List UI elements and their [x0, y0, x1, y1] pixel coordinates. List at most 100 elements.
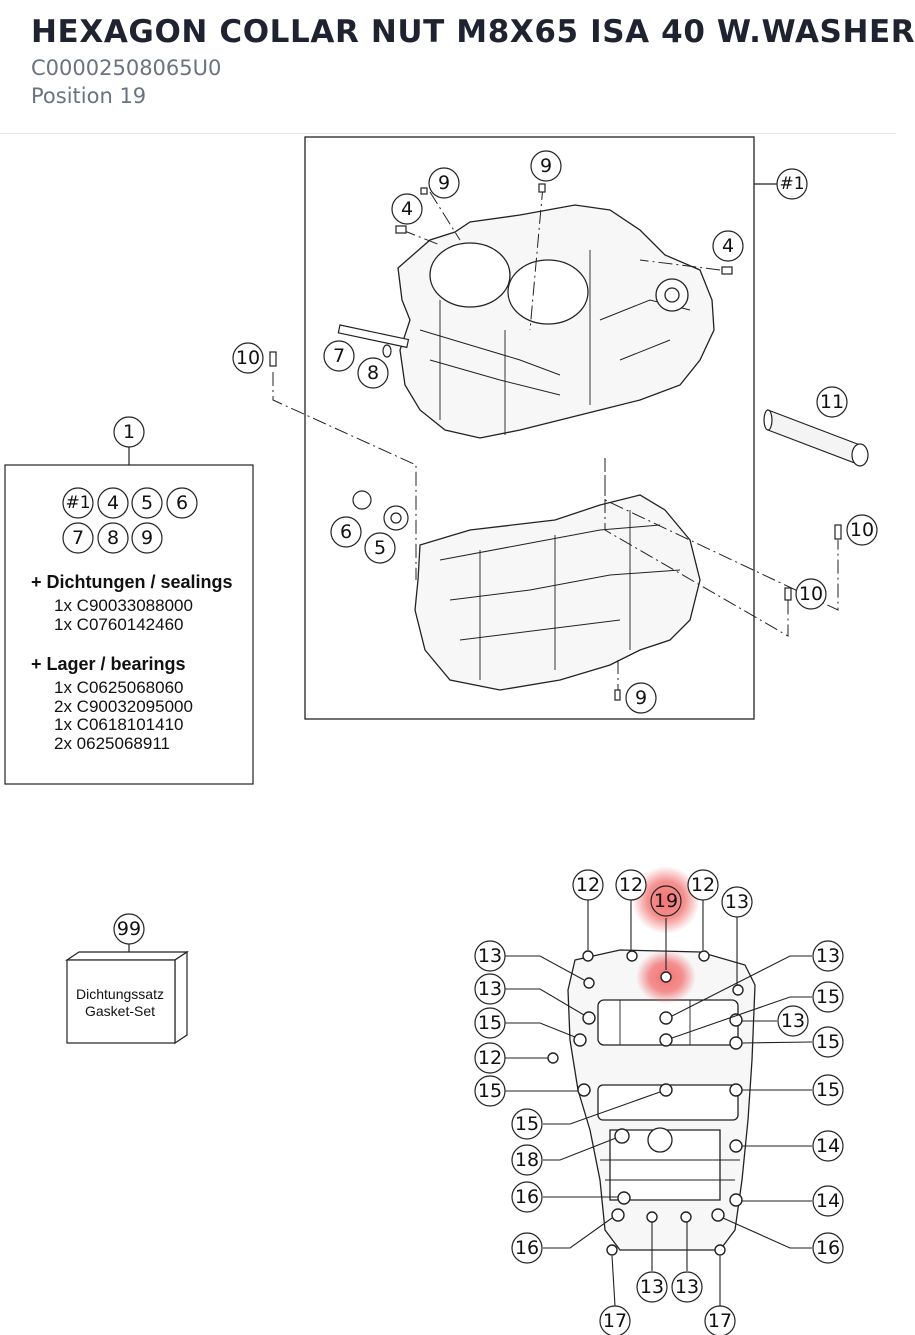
callout-10a[interactable]	[232, 342, 264, 374]
callout-12b-label: 12	[619, 874, 643, 896]
callout-12c[interactable]	[687, 869, 719, 901]
position-label: Position 19	[31, 84, 147, 108]
callout-13-b1[interactable]	[636, 1271, 668, 1303]
callout-hash1[interactable]	[776, 168, 808, 200]
callout-15-l1[interactable]	[474, 1007, 506, 1039]
callout-12-l[interactable]	[474, 1042, 506, 1074]
callout-16-l1[interactable]	[511, 1181, 543, 1213]
callout-13-b1-label: 13	[640, 1276, 664, 1298]
callout-12b[interactable]	[615, 869, 647, 901]
callout-8-label: 8	[367, 362, 379, 384]
callout-9a[interactable]	[428, 167, 460, 199]
callout-19-label: 19	[654, 890, 678, 912]
callout-16-l2[interactable]	[511, 1232, 543, 1264]
callout-hash1-label: #1	[779, 174, 804, 194]
callout-15-r1[interactable]	[812, 981, 844, 1013]
callout-4a-label: 4	[401, 198, 413, 220]
callout-15-m-label: 15	[515, 1113, 539, 1135]
diagram-svg: 1 #1 4 4 9 9 9 10 10 10 11 7 8 6 5 #1 4 …	[4, 136, 878, 1335]
callout-15-r1-label: 15	[816, 986, 840, 1008]
callout-13-r2[interactable]	[777, 1005, 809, 1037]
callout-10c-label: 10	[799, 583, 823, 605]
kit-ref-6-label: 6	[176, 492, 188, 514]
callout-15-r3[interactable]	[812, 1074, 844, 1106]
exploded-diagram: 1 #1 4 4 9 9 9 10 10 10 11 7 8 6 5 #1 4 …	[0, 135, 896, 1335]
callout-14b[interactable]	[812, 1185, 844, 1217]
callout-13-b2[interactable]	[671, 1271, 703, 1303]
callout-18-label: 18	[515, 1149, 539, 1171]
callout-9a-label: 9	[438, 172, 450, 194]
kit-box	[4, 464, 254, 785]
callout-16-l1-label: 16	[515, 1186, 539, 1208]
bearings-heading: + Lager / bearings	[31, 654, 186, 674]
callout-15-r2[interactable]	[812, 1026, 844, 1058]
callout-12c-label: 12	[691, 874, 715, 896]
callout-4a[interactable]	[391, 193, 423, 225]
callout-7-label: 7	[333, 345, 345, 367]
kit-ref-5[interactable]	[131, 487, 163, 519]
callout-16-l2-label: 16	[515, 1237, 539, 1259]
callout-5-label: 5	[374, 537, 386, 559]
callout-10c[interactable]	[795, 578, 827, 610]
callout-15-l2[interactable]	[474, 1075, 506, 1107]
callout-9c-label: 9	[635, 687, 647, 709]
callout-9b[interactable]	[530, 150, 562, 182]
callout-5[interactable]	[364, 532, 396, 564]
callout-11-label: 11	[820, 391, 844, 413]
callout-13-l1[interactable]	[474, 940, 506, 972]
kit-ref-7[interactable]	[62, 522, 94, 554]
callout-12a-label: 12	[576, 874, 600, 896]
callout-13-l1-label: 13	[478, 945, 502, 967]
callout-1[interactable]	[113, 416, 145, 448]
kit-ref-7-label: 7	[72, 527, 84, 549]
callout-4b[interactable]	[712, 230, 744, 262]
callout-1-label: 1	[123, 421, 135, 443]
callout-15-l2-label: 15	[478, 1080, 502, 1102]
callout-99-label: 99	[117, 918, 141, 940]
kit-ref-9[interactable]	[131, 522, 163, 554]
callout-13-r1-label: 13	[816, 945, 840, 967]
callout-13-l2[interactable]	[474, 973, 506, 1005]
gasket-line1: Dichtungssatz	[76, 986, 164, 1002]
callout-12a[interactable]	[572, 869, 604, 901]
callout-6-label: 6	[340, 521, 352, 543]
part-number: C00002508065U0	[31, 56, 222, 80]
callout-99[interactable]	[113, 913, 145, 945]
callout-14a[interactable]	[812, 1130, 844, 1162]
callout-16-r-label: 16	[816, 1237, 840, 1259]
callout-10b[interactable]	[846, 514, 878, 546]
gasket-line2: Gasket-Set	[85, 1003, 155, 1019]
callout-8[interactable]	[357, 357, 389, 389]
callout-9b-label: 9	[540, 155, 552, 177]
sealings-heading: + Dichtungen / sealings	[31, 572, 233, 592]
kit-ref-8[interactable]	[97, 522, 129, 554]
page-title: HEXAGON COLLAR NUT M8X65 ISA 40 W.WASHER	[31, 14, 915, 50]
callout-13-r1[interactable]	[812, 940, 844, 972]
callout-14b-label: 14	[816, 1190, 840, 1212]
callout-9c[interactable]	[625, 682, 657, 714]
bearing-item: 1x C0625068060	[54, 678, 184, 697]
callout-11[interactable]	[816, 386, 848, 418]
kit-ref-hash1[interactable]	[62, 487, 94, 519]
callout-7[interactable]	[323, 340, 355, 372]
callout-12-l-label: 12	[478, 1047, 502, 1069]
callout-13-top[interactable]	[721, 886, 753, 918]
callout-19[interactable]	[650, 885, 682, 917]
callout-16-r[interactable]	[812, 1232, 844, 1264]
small-parts	[269, 183, 869, 701]
callout-17b-label: 17	[708, 1310, 732, 1332]
callout-17a[interactable]	[599, 1305, 631, 1335]
leader-lines	[505, 900, 813, 1307]
sealing-item: 1x C0760142460	[54, 615, 184, 634]
bearing-item: 2x 0625068911	[54, 734, 170, 753]
callout-15-m[interactable]	[511, 1108, 543, 1140]
callout-18[interactable]	[511, 1144, 543, 1176]
kit-ref-9-label: 9	[141, 527, 153, 549]
callout-10a-label: 10	[236, 347, 260, 369]
kit-ref-4[interactable]	[97, 487, 129, 519]
kit-ref-4-label: 4	[107, 492, 119, 514]
callout-17b[interactable]	[704, 1305, 736, 1335]
bearing-item: 2x C90032095000	[54, 697, 193, 716]
kit-ref-6[interactable]	[166, 487, 198, 519]
callout-6[interactable]	[330, 516, 362, 548]
